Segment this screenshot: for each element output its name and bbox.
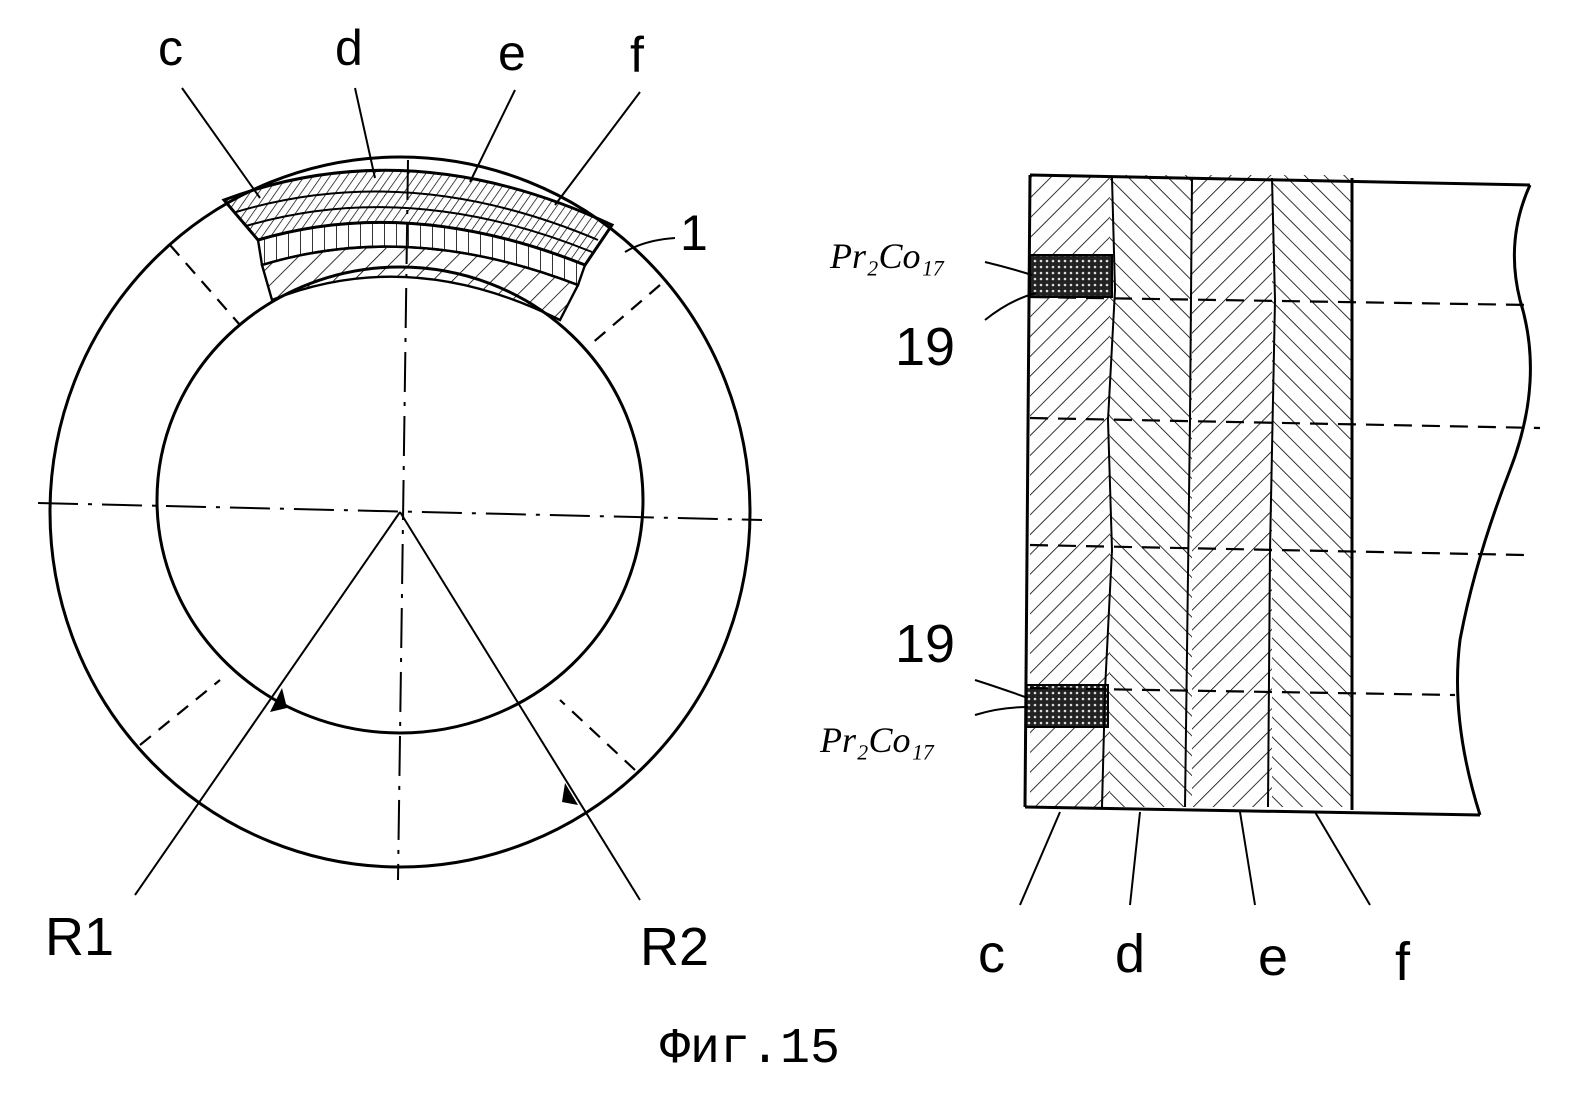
outer-circle xyxy=(48,155,752,869)
radius-r2-line xyxy=(399,511,641,901)
segment-dashed-lines xyxy=(139,244,661,771)
layer-label-c: c xyxy=(158,20,183,76)
reference-label-19-top: 19 xyxy=(895,317,955,377)
layer-label-f: f xyxy=(630,27,644,83)
layer-label-e: e xyxy=(1258,927,1288,987)
figure-caption: Фиг.15 xyxy=(660,1021,840,1078)
radius-label-r2: R2 xyxy=(640,917,709,977)
insert-block-bottom xyxy=(1025,684,1109,728)
leader-lines-top xyxy=(181,87,676,253)
center-lines xyxy=(37,159,763,881)
layer-label-d: d xyxy=(335,20,363,76)
material-label-top: Pr₂Co₁₇ xyxy=(829,236,946,276)
layer-label-e: e xyxy=(498,25,526,81)
reference-label-1: 1 xyxy=(680,205,708,261)
arrow-head-icon xyxy=(562,783,578,805)
inner-circle xyxy=(155,265,645,735)
ring-cross-section: c d e f 1 R1 R2 xyxy=(37,20,763,977)
layer-d xyxy=(1110,175,1192,807)
reference-label-19-bottom: 19 xyxy=(895,614,955,674)
layer-stack-section: Pr₂Co₁₇ 19 19 Pr₂Co₁₇ c d e f xyxy=(819,173,1541,992)
material-label-bottom: Pr₂Co₁₇ xyxy=(819,720,936,760)
layer-label-c: c xyxy=(978,924,1005,984)
layer-label-f: f xyxy=(1395,932,1411,992)
layer-f xyxy=(1272,175,1352,807)
layer-label-d: d xyxy=(1115,924,1145,984)
layered-cap xyxy=(221,168,615,322)
insert-block-top xyxy=(1029,254,1113,298)
radius-label-r1: R1 xyxy=(45,907,114,967)
radius-r1-line xyxy=(134,511,401,896)
arrow-head-icon xyxy=(270,688,287,712)
layer-e xyxy=(1192,175,1272,807)
segment-dashed-lines xyxy=(1029,295,1541,697)
